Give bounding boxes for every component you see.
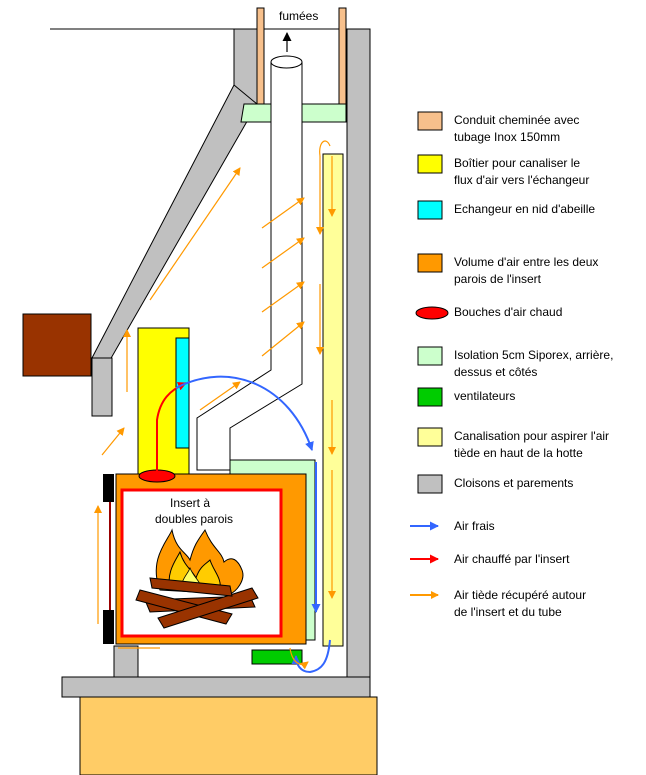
insulation-swatch-icon <box>417 346 443 366</box>
fan-swatch-icon <box>417 387 443 407</box>
legend: Conduit cheminée avec tubage Inox 150mmBo… <box>410 111 613 619</box>
fire-icon <box>135 528 259 629</box>
insert-inner <box>120 488 283 638</box>
warm-air-duct <box>322 153 344 647</box>
legend-label: Boîtier pour canaliser le <box>454 156 580 170</box>
legend-label: Echangeur en nid d'abeille <box>454 202 595 216</box>
flue-lining-right <box>338 7 347 105</box>
beam <box>22 313 92 377</box>
fresh-air-flow <box>175 375 314 451</box>
smoke-pipe <box>196 61 303 471</box>
hood-slanted-wall <box>91 84 258 361</box>
insert-foot <box>113 645 139 678</box>
legend-label: dessus et côtés <box>454 365 537 379</box>
legend-label: flux d'air vers l'échangeur <box>454 173 589 187</box>
flue-swatch-icon <box>417 111 443 131</box>
legend-label: Isolation 5cm Siporex, arrière, <box>454 348 613 362</box>
legend-label: ventilateurs <box>454 389 515 403</box>
insert-label-line1: Insert à <box>170 496 210 510</box>
hood-front-wall <box>91 357 113 417</box>
insert-label-line2: doubles parois <box>155 512 233 526</box>
honeycomb-exchanger <box>175 337 190 449</box>
legend-label: parois de l'insert <box>454 272 542 286</box>
fan <box>251 649 303 665</box>
legend-label: Air tiède récupéré autour <box>454 588 586 602</box>
hot-air-vent-icon <box>415 306 449 320</box>
legend-label: Air frais <box>454 519 495 533</box>
exchanger-swatch-icon <box>417 200 443 220</box>
legend-label: Cloisons et parements <box>454 476 573 490</box>
legend-label: tiède en haut de la hotte <box>454 446 583 460</box>
box-swatch-icon <box>417 154 443 174</box>
right-wall <box>346 28 371 678</box>
flue-lining-left <box>256 7 265 105</box>
warm-air-arrows <box>94 140 336 670</box>
door-frame-top <box>103 474 114 502</box>
legend-label: tubage Inox 150mm <box>454 130 560 144</box>
floor-slab <box>61 676 371 698</box>
smoke-label: fumées <box>279 9 318 23</box>
legend-label: Canalisation pour aspirer l'air <box>454 429 609 443</box>
air-volume-swatch-icon <box>417 253 443 273</box>
duct-swatch-icon <box>417 427 443 447</box>
legend-label: Volume d'air entre les deux <box>454 255 598 269</box>
walls-swatch-icon <box>417 474 443 494</box>
legend-label: Conduit cheminée avec <box>454 113 579 127</box>
legend-label: Bouches d'air chaud <box>454 305 562 319</box>
legend-label: Air chauffé par l'insert <box>454 552 570 566</box>
legend-label: de l'insert et du tube <box>454 605 562 619</box>
hearth-base <box>79 696 378 775</box>
smoke-pipe-top <box>270 55 303 69</box>
door-frame-bottom <box>103 610 114 644</box>
